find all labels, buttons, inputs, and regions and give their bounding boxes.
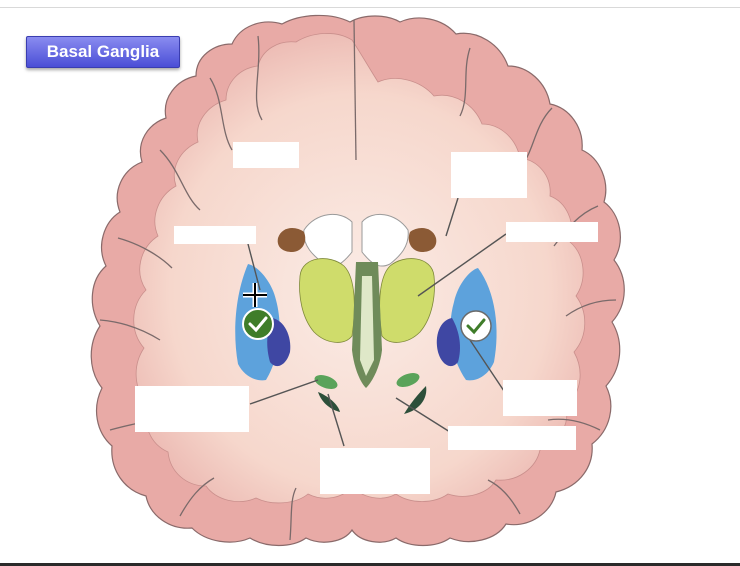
caudate-left [277, 228, 306, 252]
label-box-3[interactable] [174, 226, 256, 244]
label-box-6[interactable] [503, 380, 577, 416]
thalamus-right [379, 258, 435, 343]
thalamus-left [299, 258, 355, 343]
label-box-8[interactable] [320, 448, 430, 494]
top-divider [0, 7, 740, 8]
midline-inner [360, 276, 374, 376]
label-box-2[interactable] [451, 152, 527, 198]
crosshair-cursor-icon [243, 283, 267, 307]
status-check-left [242, 308, 274, 340]
label-box-4[interactable] [506, 222, 598, 242]
subthalamic-left [314, 375, 338, 389]
leader-lines [247, 197, 507, 447]
label-box-5[interactable] [135, 386, 249, 432]
subthalamic-right [396, 373, 420, 387]
title-button[interactable]: Basal Ganglia [26, 36, 180, 68]
status-check-right [460, 310, 492, 342]
caudate-right [408, 228, 437, 252]
label-box-1[interactable] [233, 142, 299, 168]
globus-pallidus-right [436, 318, 460, 367]
globus-pallidus-left [267, 318, 291, 367]
bottom-divider [0, 563, 740, 566]
substantia-nigra-left [318, 392, 340, 412]
label-box-7[interactable] [448, 426, 576, 450]
